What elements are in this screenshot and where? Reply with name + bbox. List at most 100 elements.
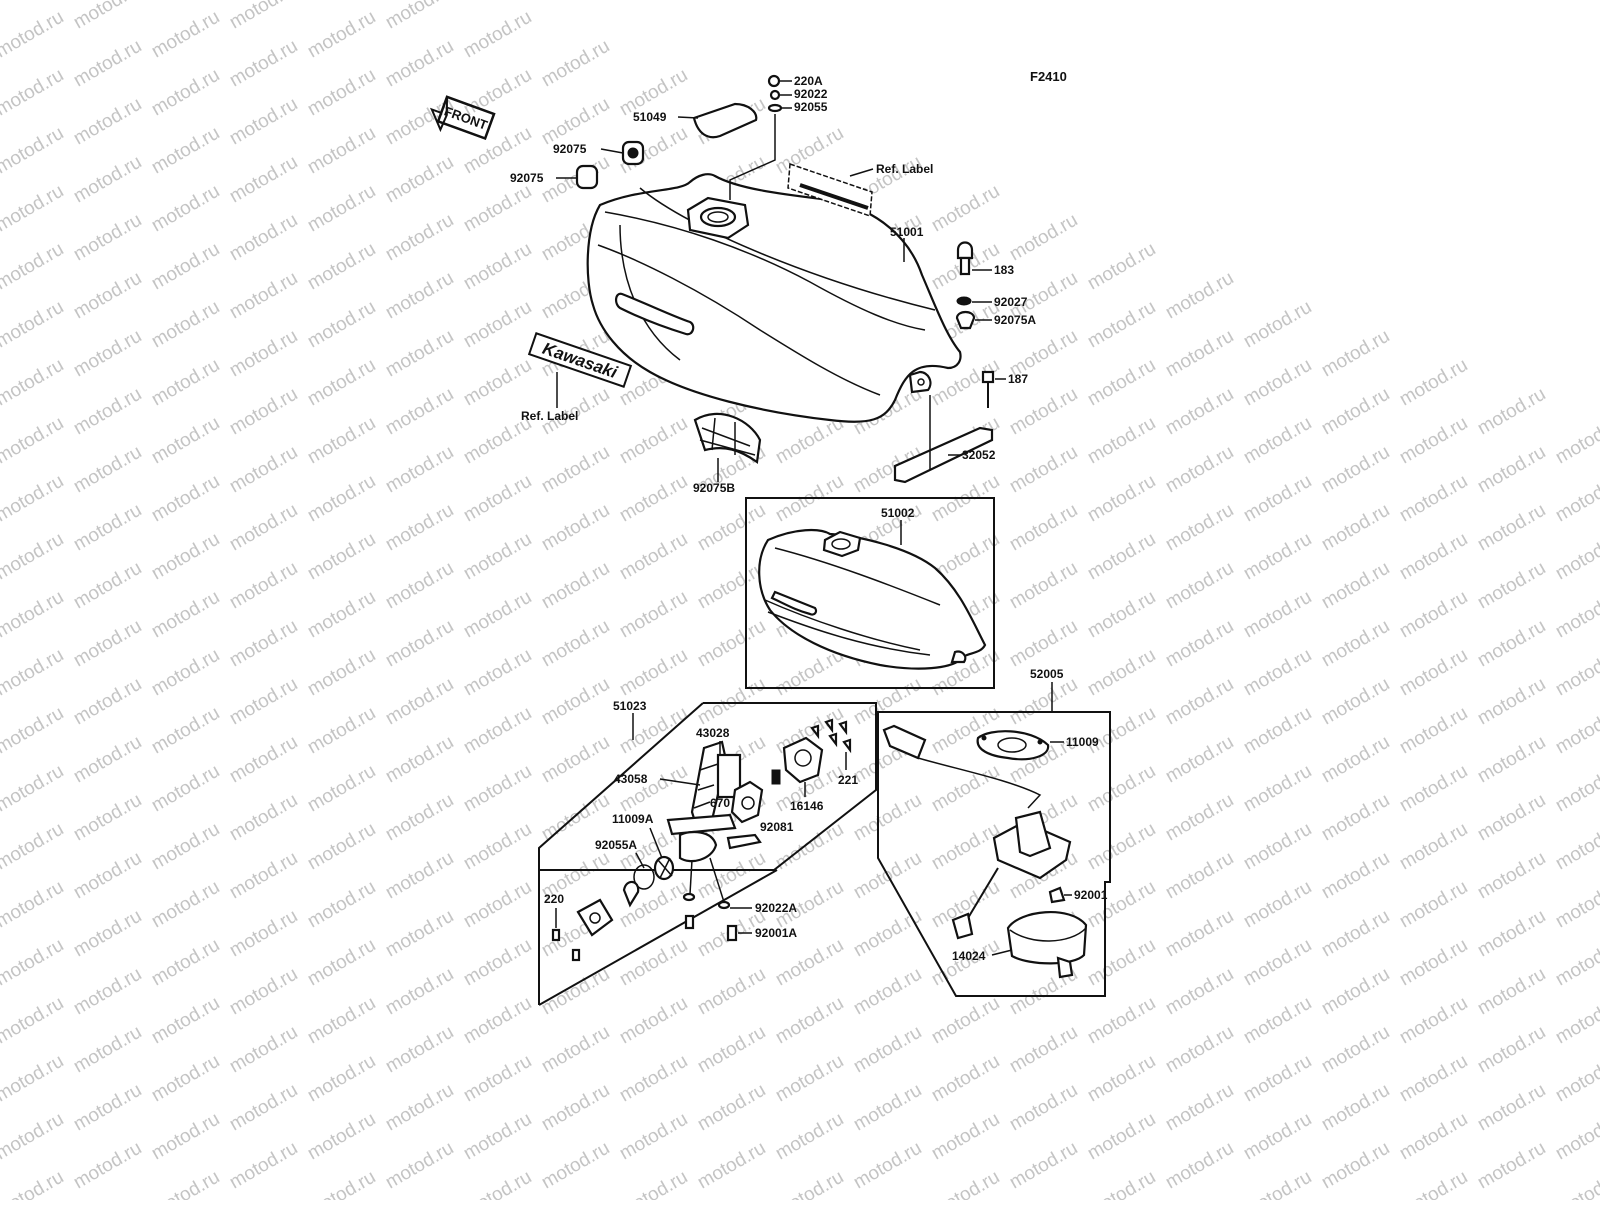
label-220A: 220A <box>794 74 823 88</box>
watermark-text: motod.ru <box>460 645 535 701</box>
tank-51002-box <box>745 497 995 689</box>
watermark-text: motod.ru <box>1006 1138 1081 1194</box>
watermark-text: motod.ru <box>1240 413 1315 469</box>
watermark-text: motod.ru <box>382 210 457 266</box>
watermark-text: motod.ru <box>226 268 301 324</box>
top-ref-label-sticker <box>787 162 873 218</box>
watermark-text: motod.ru <box>1162 384 1237 440</box>
watermark-text: motod.ru <box>1084 935 1159 991</box>
watermark-text: motod.ru <box>1084 761 1159 817</box>
watermark-text: motod.ru <box>538 558 613 614</box>
watermark-text: motod.ru <box>226 848 301 904</box>
watermark-text: motod.ru <box>148 819 223 875</box>
label-ref-label-side: Ref. Label <box>521 409 578 423</box>
watermark-text: motod.ru <box>1162 906 1237 962</box>
watermark-text: motod.ru <box>382 1022 457 1078</box>
watermark-text: motod.ru <box>460 819 535 875</box>
watermark-text: motod.ru <box>304 935 379 991</box>
watermark-text: motod.ru <box>1006 616 1081 672</box>
watermark-text: motod.ru <box>1006 384 1081 440</box>
watermark-text: motod.ru <box>382 384 457 440</box>
watermark-text: motod.ru <box>1396 645 1471 701</box>
watermark-text: motod.ru <box>1006 442 1081 498</box>
watermark-text: motod.ru <box>70 210 145 266</box>
watermark-text: motod.ru <box>0 1167 67 1200</box>
watermark-text: motod.ru <box>1474 500 1549 556</box>
watermark-text: motod.ru <box>1006 558 1081 614</box>
watermark-text: motod.ru <box>1474 384 1549 440</box>
watermark-text: motod.ru <box>1552 877 1600 933</box>
label-14024: 14024 <box>952 949 986 963</box>
watermark-text: motod.ru <box>1552 993 1600 1049</box>
watermark-text: motod.ru <box>382 1080 457 1136</box>
watermark-text: motod.ru <box>226 1080 301 1136</box>
watermark-text: motod.ru <box>616 529 691 585</box>
watermark-text: motod.ru <box>694 558 769 614</box>
watermark-text: motod.ru <box>772 935 847 991</box>
watermark-text: motod.ru <box>538 1138 613 1194</box>
watermark-text: motod.ru <box>70 94 145 150</box>
watermark-text: motod.ru <box>1084 529 1159 585</box>
watermark-text: motod.ru <box>1240 1051 1315 1107</box>
watermark-text: motod.ru <box>382 848 457 904</box>
watermark-text: motod.ru <box>1240 761 1315 817</box>
watermark-text: motod.ru <box>460 7 535 63</box>
watermark-text: motod.ru <box>1240 935 1315 991</box>
watermark-text: motod.ru <box>148 355 223 411</box>
label-51023: 51023 <box>613 699 647 713</box>
watermark-text: motod.ru <box>148 471 223 527</box>
watermark-text: motod.ru <box>1552 645 1600 701</box>
watermark-text: motod.ru <box>148 761 223 817</box>
watermark-text: motod.ru <box>538 94 613 150</box>
watermark-text: motod.ru <box>0 703 67 759</box>
watermark-text: motod.ru <box>1006 1080 1081 1136</box>
watermark-text: motod.ru <box>1162 326 1237 382</box>
label-92055: 92055 <box>794 100 828 114</box>
watermark-text: motod.ru <box>304 1051 379 1107</box>
watermark-text: motod.ru <box>1240 645 1315 701</box>
label-183: 183 <box>994 263 1014 277</box>
watermark-text: motod.ru <box>1162 1138 1237 1194</box>
watermark-text: motod.ru <box>382 442 457 498</box>
watermark-text: motod.ru <box>1396 355 1471 411</box>
watermark-text: motod.ru <box>1084 993 1159 1049</box>
watermark-text: motod.ru <box>1396 413 1471 469</box>
watermark-text: motod.ru <box>226 36 301 92</box>
watermark-text: motod.ru <box>1240 297 1315 353</box>
watermark-text: motod.ru <box>1552 819 1600 875</box>
label-221: 221 <box>838 773 858 787</box>
watermark-text: motod.ru <box>1318 558 1393 614</box>
watermark-text: motod.ru <box>1474 616 1549 672</box>
watermark-text: motod.ru <box>70 1080 145 1136</box>
watermark-text: motod.ru <box>1474 1022 1549 1078</box>
label-32052: 32052 <box>962 448 996 462</box>
watermark-text: motod.ru <box>70 1138 145 1194</box>
watermark-text: motod.ru <box>304 587 379 643</box>
watermark-text: motod.ru <box>616 413 691 469</box>
watermark-text: motod.ru <box>1162 1022 1237 1078</box>
watermark-text: motod.ru <box>226 152 301 208</box>
watermark-text: motod.ru <box>694 1138 769 1194</box>
fuel-tap-assembly <box>551 718 852 962</box>
watermark-text: motod.ru <box>382 0 457 33</box>
fuel-gauge-assembly <box>882 724 1088 979</box>
watermark-text: motod.ru <box>148 587 223 643</box>
watermark-text: motod.ru <box>382 906 457 962</box>
watermark-text: motod.ru <box>226 906 301 962</box>
label-92001A: 92001A <box>755 926 797 940</box>
watermark-text: motod.ru <box>70 442 145 498</box>
watermark-text: motod.ru <box>70 848 145 904</box>
watermark-text: motod.ru <box>772 1051 847 1107</box>
watermark-text: motod.ru <box>460 703 535 759</box>
screw-220A <box>767 74 783 113</box>
watermark-text: motod.ru <box>226 1022 301 1078</box>
watermark-text: motod.ru <box>1396 529 1471 585</box>
watermark-text: motod.ru <box>382 616 457 672</box>
watermark-text: motod.ru <box>1318 848 1393 904</box>
watermark-text: motod.ru <box>850 964 925 1020</box>
watermark-text: motod.ru <box>1474 674 1549 730</box>
watermark-text: motod.ru <box>382 674 457 730</box>
watermark-text: motod.ru <box>382 152 457 208</box>
label-187: 187 <box>1008 372 1028 386</box>
label-92075A: 92075A <box>994 313 1036 327</box>
